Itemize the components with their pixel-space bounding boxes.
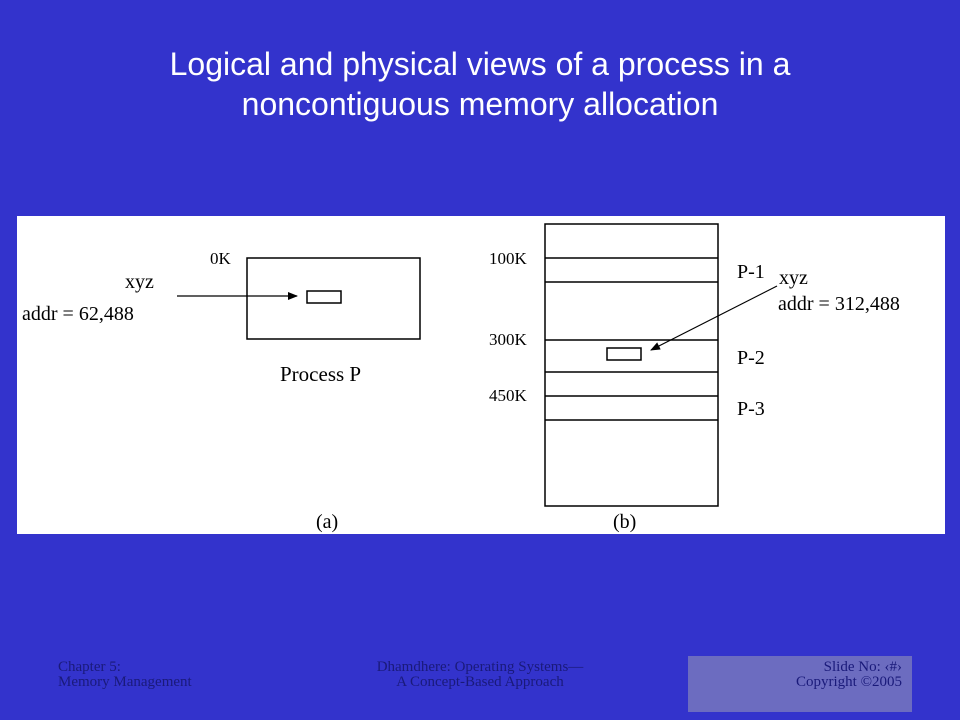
item-name-b: xyz [779, 267, 808, 289]
item-address-b: addr = 312,488 [778, 293, 900, 315]
process-p-box [246, 257, 421, 340]
figure-svg: 0K xyz addr = 62,488 Process P (a) 100K … [22, 223, 900, 533]
footer-chapter: Chapter 5: Memory Management [58, 660, 192, 690]
xyz-item-box-a [306, 290, 342, 304]
item-address-a: addr = 62,488 [22, 303, 134, 325]
footer-book-line-2: A Concept-Based Approach [396, 674, 564, 690]
slide-title-line-2: noncontiguous memory allocation [241, 86, 719, 122]
address-label-300k: 300K [489, 330, 528, 349]
panel-label-a: (a) [316, 511, 338, 533]
part-label-p2: P-2 [737, 347, 765, 369]
footer-chapter-line-1: Chapter 5: [58, 659, 121, 675]
footer-chapter-line-2: Memory Management [58, 674, 192, 690]
slide-title-line-1: Logical and physical views of a process … [169, 46, 791, 82]
part-label-p1: P-1 [737, 261, 765, 283]
memory-allocation-figure: 0K xyz addr = 62,488 Process P (a) 100K … [17, 216, 945, 534]
panel-b-physical-view: 100K 300K 450K P-1 P-2 P-3 xyz addr = 31… [489, 223, 900, 533]
footer-slide-info: Slide No: ‹#› Copyright ©2005 [796, 660, 902, 690]
memory-column [544, 223, 719, 507]
footer-book-line-1: Dhamdhere: Operating Systems— [376, 659, 584, 675]
xyz-item-box-b [606, 347, 642, 361]
footer-slide-info-box: Slide No: ‹#› Copyright ©2005 [688, 656, 912, 712]
item-name-a: xyz [125, 271, 154, 293]
part-label-p3: P-3 [737, 398, 765, 420]
slide-title: Logical and physical views of a process … [60, 44, 900, 124]
offset-label-0k: 0K [210, 249, 232, 268]
footer-book-title: Dhamdhere: Operating Systems— A Concept-… [330, 660, 630, 690]
footer-slide-number: Slide No: ‹#› [823, 659, 902, 675]
address-label-100k: 100K [489, 249, 528, 268]
panel-label-b: (b) [613, 511, 636, 533]
address-label-450k: 450K [489, 386, 528, 405]
address-arrow-b [650, 285, 778, 351]
panel-a-logical-view: 0K xyz addr = 62,488 Process P (a) [22, 249, 421, 533]
footer-copyright: Copyright ©2005 [796, 674, 902, 690]
process-p-caption: Process P [280, 362, 361, 386]
